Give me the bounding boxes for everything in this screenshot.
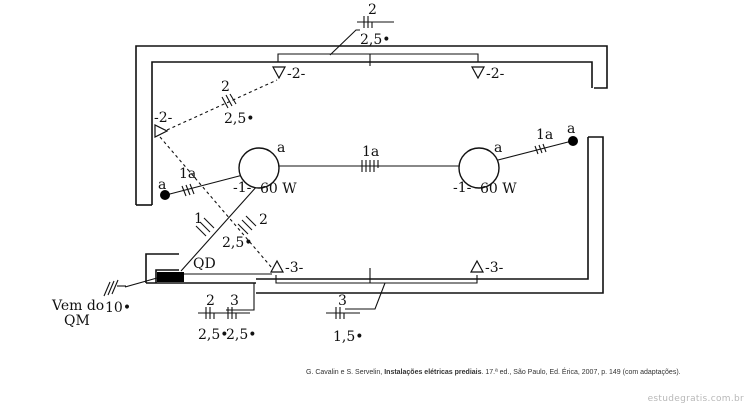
citation-title: Instalações elétricas prediais <box>384 369 481 376</box>
lamp-left <box>238 147 280 189</box>
lamp-left-power: 60 W <box>260 181 297 197</box>
outlet-left-wall-label: -2- <box>154 110 173 126</box>
right-point-tag: a <box>567 121 575 137</box>
conduit-incoming-feeder <box>124 277 158 288</box>
diag-conduit-gauge: 2,5• <box>222 235 253 251</box>
wall-upper-inner <box>151 61 593 205</box>
outlet-top-right-label: -2- <box>486 66 505 82</box>
conduit-top-outlets <box>277 53 479 62</box>
conduits-solid <box>124 29 573 311</box>
wall-point-right-icon <box>568 136 578 146</box>
lamp-right-switch: -1- <box>453 180 472 196</box>
conduit-dashed-upper <box>166 79 278 131</box>
lamp-left-icon <box>238 147 280 189</box>
lamp-left-tag: a <box>277 140 285 156</box>
wall-lower-left <box>145 253 179 283</box>
room-walls <box>135 45 608 294</box>
watermark: estudegratis.com.br <box>648 394 744 404</box>
incoming-label-line2: QM <box>64 313 90 329</box>
left-point-tag: a <box>158 177 166 193</box>
top-conduit-gauge: 2,5• <box>360 32 391 48</box>
outlet-bottom-right-icon <box>469 259 485 273</box>
citation-authors: G. Cavalin e S. Servelin, <box>306 369 382 376</box>
leader-bottom-left <box>226 283 255 311</box>
marks-right-point <box>534 143 547 155</box>
outlet-bottom-left-icon <box>269 259 285 273</box>
marks-top <box>357 16 394 28</box>
marks-left-point <box>181 183 195 197</box>
citation-rest: . 17.ª ed., São Paulo, Ed. Érica, 2007, … <box>482 367 681 376</box>
lamp-right-tag: a <box>494 140 502 156</box>
diag-conduit-count-a: 1 <box>194 211 203 227</box>
marks-incoming <box>103 279 126 297</box>
outlets <box>154 66 486 273</box>
wall-point-left-icon <box>160 190 170 200</box>
right-point-conduit: 1a <box>536 127 553 143</box>
conductor-marks <box>103 16 547 319</box>
outlet-bottom-right-label: -3- <box>485 260 504 276</box>
bottom-left-gauge-a: 2,5• <box>198 327 229 343</box>
incoming-label-line1: Vem do <box>51 298 104 314</box>
bottom-right-gauge: 1,5• <box>333 329 364 345</box>
marks-diagonal-a <box>195 217 215 237</box>
bottom-left-gauge-b: 2,5• <box>226 327 257 343</box>
bottom-left-count-a: 2 <box>206 293 215 309</box>
lamp-right-power: 60 W <box>480 181 517 197</box>
outlet-bottom-left-label: -3- <box>285 260 304 276</box>
conduit-dashed-diagonal <box>159 136 273 269</box>
marks-bottom-right <box>326 307 360 319</box>
conduit-bottom-outlets <box>275 275 478 284</box>
outlet-top-right-icon <box>470 66 486 80</box>
diag-conduit-count-b: 2 <box>259 212 268 228</box>
wall-upper-outer <box>135 45 608 205</box>
labels: 2 2,5• -2- -2- -2- 2 2,5• a -1- 60 W a -… <box>51 2 575 345</box>
lamp-right-icon <box>458 147 500 189</box>
marks-dashed-upper <box>221 93 237 109</box>
bottom-right-count: 3 <box>338 293 347 309</box>
panel-label: QD <box>193 256 216 272</box>
outlet-top-left-icon <box>271 66 287 80</box>
marks-diagonal-b <box>237 215 257 235</box>
distribution-panel <box>157 272 184 282</box>
incoming-gauge: 10• <box>105 300 131 316</box>
dashed-conduit-count: 2 <box>221 79 230 95</box>
conduit-right-point <box>497 140 573 161</box>
outlet-top-left-label: -2- <box>287 66 306 82</box>
left-point-conduit: 1a <box>179 166 196 182</box>
lamp-left-switch: -1- <box>233 180 252 196</box>
lamp-right <box>458 147 500 189</box>
citation: G. Cavalin e S. Servelin, Instalações el… <box>306 367 681 376</box>
outlet-left-wall-icon <box>154 124 169 138</box>
wall-right-inner <box>256 137 589 280</box>
leader-top-label <box>329 29 360 56</box>
wall-right-outer <box>256 136 604 294</box>
top-conduit-count: 2 <box>368 2 377 18</box>
bottom-left-count-b: 3 <box>230 293 239 309</box>
marks-middle <box>361 160 379 172</box>
leader-bottom-right <box>345 282 386 310</box>
conduit-left-point <box>165 174 244 196</box>
mid-conduit-label: 1a <box>362 144 379 160</box>
conduits-dashed <box>159 79 278 269</box>
marks-bottom-left <box>198 307 250 319</box>
dashed-conduit-gauge: 2,5• <box>224 111 255 127</box>
conduit-panel-to-lamp <box>180 184 259 272</box>
